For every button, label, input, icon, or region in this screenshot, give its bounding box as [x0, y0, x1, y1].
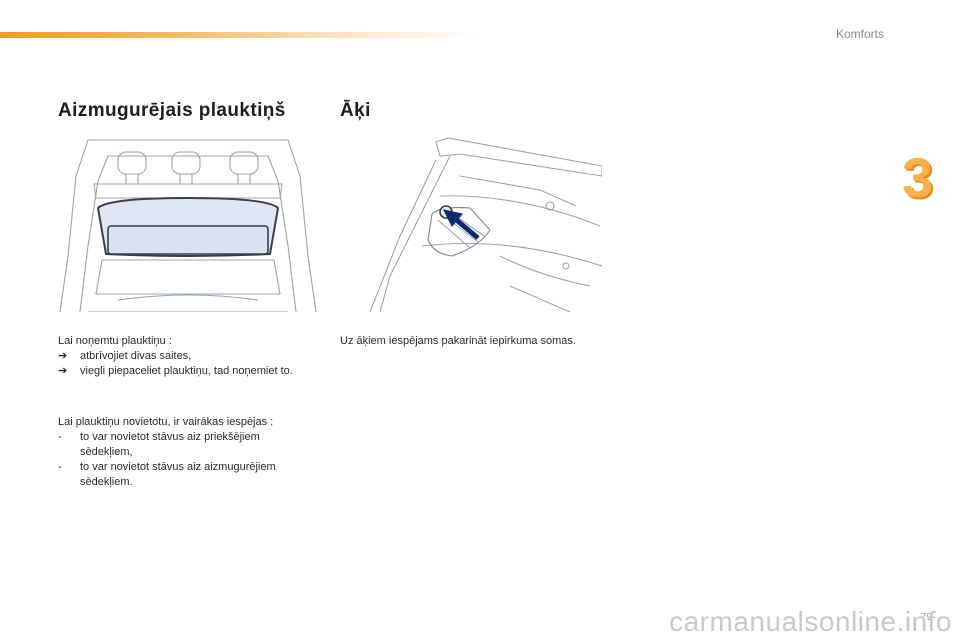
remove-intro: Lai noņemtu plauktiņu :	[58, 335, 172, 347]
list-item: ➔ viegli piepaceliet plauktiņu, tad noņe…	[58, 364, 308, 379]
hooks-description: Uz āķiem iespējams pakarināt iepirkuma s…	[340, 334, 580, 349]
hooks-text: Uz āķiem iespējams pakarināt iepirkuma s…	[340, 335, 576, 347]
section-label: Komforts	[835, 27, 884, 41]
hooks-illustration	[340, 136, 603, 313]
rear-shelf-heading: Aizmugurējais plauktiņš	[58, 100, 286, 121]
page-number: 79	[920, 612, 932, 623]
list-item-text: viegli piepaceliet plauktiņu, tad noņemi…	[80, 365, 293, 377]
list-item-text: to var novietot stāvus aiz priekšējiem s…	[80, 431, 260, 458]
list-item: - to var novietot stāvus aiz aizmugurēji…	[58, 460, 308, 490]
shelf-position-instructions: Lai plauktiņu novietotu, ir vairākas ies…	[58, 415, 308, 490]
dash-bullet: -	[58, 461, 62, 473]
positions-intro: Lai plauktiņu novietotu, ir vairākas ies…	[58, 416, 274, 428]
arrow-bullet-icon: ➔	[58, 350, 68, 362]
chapter-number: 3	[902, 146, 934, 209]
dash-bullet: -	[58, 431, 62, 443]
hooks-heading: Āķi	[340, 100, 371, 121]
header-accent-bar	[0, 32, 480, 38]
list-item-text: to var novietot stāvus aiz aizmugurējiem…	[80, 461, 276, 488]
remove-shelf-instructions: Lai noņemtu plauktiņu : ➔ atbrīvojiet di…	[58, 334, 308, 379]
rear-shelf-illustration	[58, 136, 318, 313]
list-item: - to var novietot stāvus aiz priekšējiem…	[58, 430, 308, 460]
watermark: carmanualsonline.info	[669, 606, 952, 637]
arrow-bullet-icon: ➔	[58, 365, 68, 377]
list-item-text: atbrīvojiet divas saites,	[80, 350, 192, 362]
list-item: ➔ atbrīvojiet divas saites,	[58, 349, 308, 364]
